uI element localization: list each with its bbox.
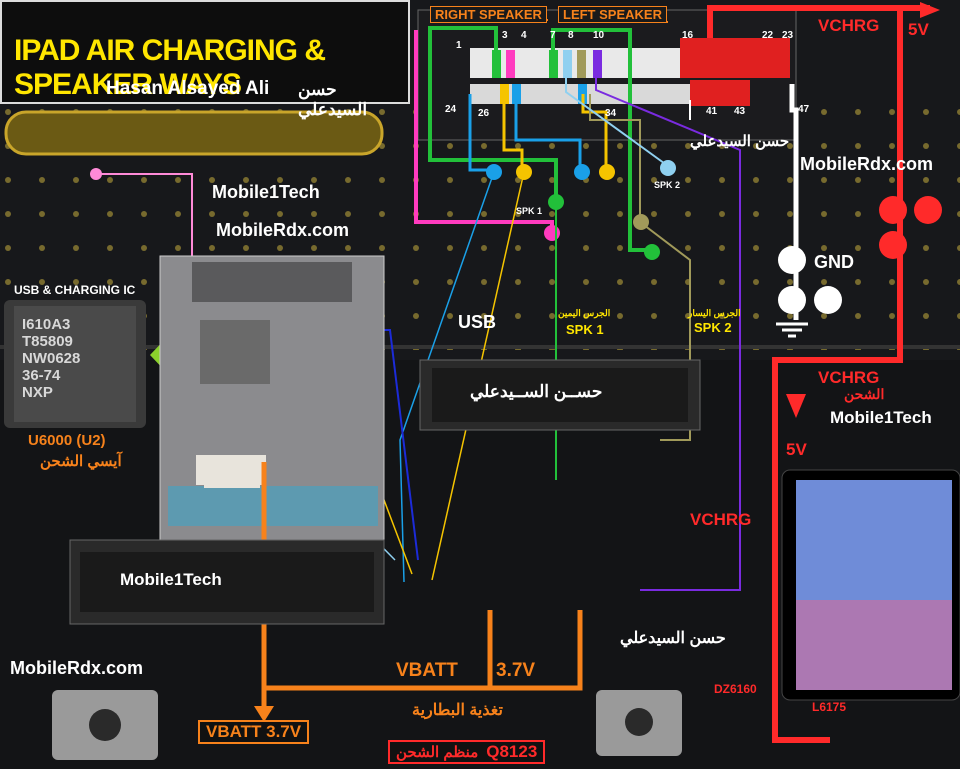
spk1-pad-label: SPK 1 (516, 206, 543, 216)
pin-label: 34 (605, 108, 617, 119)
u6000-label: U6000 (U2) (28, 432, 106, 449)
pin-label: 43 (734, 106, 746, 117)
author-name: Hasan Alsayed Ali (106, 78, 270, 99)
left-speaker-label: LEFT SPEAKER (558, 6, 667, 23)
author-arabic-label: حســن الســيدعلي (470, 382, 603, 401)
watermark-label: MobileRdx.com (800, 154, 934, 174)
author-arabic-label: حسن السيدعلي (620, 630, 726, 647)
chip-line: NXP (22, 384, 53, 401)
watermark-label: Mobile1Tech (830, 408, 932, 427)
chip-marking: I610A3 T85809 NW0628 36-74 NXP (22, 316, 80, 401)
watermark-label: MobileRdx.com (216, 220, 350, 240)
pin-label: 10 (593, 30, 605, 41)
chip-line: I610A3 (22, 316, 71, 333)
vchrg-label: VCHRG (818, 368, 880, 387)
author-name-arabic: حسن السيدعلي (298, 80, 368, 119)
pin-label: 8 (568, 30, 574, 41)
pin-label: 4 (521, 30, 527, 41)
vbatt-box-label: VBATT 3.7V (198, 720, 310, 744)
ic-grid (200, 320, 270, 384)
vchrg-label: VCHRG (818, 16, 880, 35)
spk2-pad-label: SPK 2 (654, 180, 681, 190)
vbatt-label: VBATT (396, 660, 458, 681)
page-title: IPAD AIR CHARGING & SPEAKER WAYS (14, 34, 326, 101)
spk2-label: SPK 2 (694, 320, 732, 335)
right-speaker-label: RIGHT SPEAKER (430, 6, 547, 23)
title-box: IPAD AIR CHARGING & SPEAKER WAYS Hasan A… (0, 0, 410, 119)
pin-label: 23 (782, 30, 794, 41)
usb-label: USB (458, 312, 497, 332)
connector-pins (470, 38, 790, 106)
watermark-label: Mobile1Tech (212, 182, 320, 202)
spk1-arabic-label: الجرس اليمين (558, 308, 611, 318)
q8123-label: Q8123 (486, 742, 538, 761)
chip-line: 36-74 (22, 367, 61, 384)
vchrg-label: VCHRG (690, 510, 752, 529)
vbatt-voltage-label: 3.7V (496, 660, 536, 681)
spk1-label: SPK 1 (566, 322, 604, 337)
vbatt-arabic-label: تغذية البطارية (412, 702, 503, 719)
five-volt-label: 5V (908, 20, 929, 39)
chip-line: T85809 (22, 333, 73, 350)
pin-label: 22 (762, 30, 774, 41)
q8123-arabic-label: منظم الشحن (396, 744, 479, 761)
l6175-label: L6175 (812, 700, 847, 714)
pin-label: 26 (478, 108, 490, 119)
pin-label: 41 (706, 106, 718, 117)
pin-label: 16 (682, 30, 694, 41)
watermark-label: MobileRdx.com (10, 658, 144, 678)
ic-title-label: USB & CHARGING IC (14, 283, 136, 297)
pin-label: 1 (456, 40, 462, 51)
pin-label: 24 (445, 104, 457, 115)
vchrg-arabic-label: الشحن (844, 386, 885, 402)
u6000-arabic-label: آيسي الشحن (40, 453, 122, 470)
gold-slot (4, 110, 384, 156)
pin-label: 47 (798, 104, 810, 115)
pin-label: 7 (550, 30, 556, 41)
chip-line: NW0628 (22, 350, 81, 367)
spk2-arabic-label: الجرس اليسار (688, 308, 741, 318)
pin-label: 3 (502, 30, 508, 41)
author-arabic-label: حسن السيدعلي (690, 133, 790, 150)
watermark-label: Mobile1Tech (120, 570, 222, 589)
five-volt-label: 5V (786, 440, 807, 459)
q8123-box: منظم الشحن Q8123 (388, 740, 546, 764)
gnd-label: GND (814, 252, 854, 272)
dz6160-label: DZ6160 (714, 682, 757, 696)
